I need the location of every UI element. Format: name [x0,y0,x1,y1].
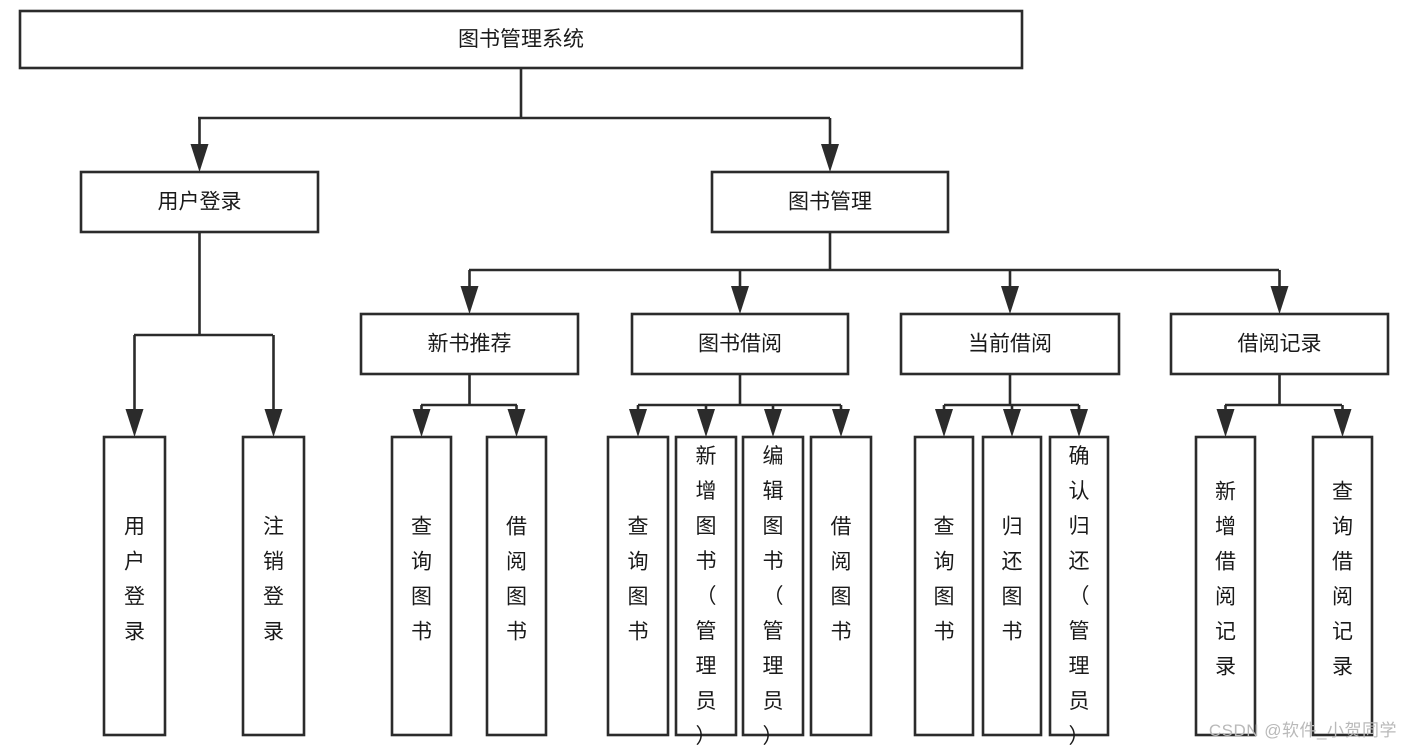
node-label-l2_b: 图书借阅 [698,333,782,356]
node-leaf_05[interactable]: 查询图书 [606,435,670,737]
node-label-leaf_04: 借阅图书 [506,516,527,644]
node-layer: 图书管理系统用户登录图书管理新书推荐图书借阅当前借阅借阅记录用户登录注销登录查询… [18,9,1390,747]
node-box-l2_a[interactable] [359,312,580,376]
node-l1_b[interactable]: 图书管理 [710,170,950,234]
arrow-head-icon [697,409,715,437]
node-box-root[interactable] [18,9,1024,70]
node-box-leaf_13[interactable] [1311,435,1374,737]
connector-records-to-leaves [1216,374,1352,437]
node-label-leaf_09: 查询图书 [934,516,955,644]
node-l2_c[interactable]: 当前借阅 [899,312,1121,376]
node-l2_d[interactable]: 借阅记录 [1169,312,1390,376]
connector-current-borrow-to-leaves [935,374,1088,437]
node-box-leaf_07[interactable] [741,435,805,737]
arrow-head-icon [1333,409,1352,437]
node-label-leaf_08: 借阅图书 [831,516,852,644]
node-label-l2_a: 新书推荐 [428,333,512,356]
node-root[interactable]: 图书管理系统 [18,9,1024,70]
arrow-head-icon [832,409,850,437]
arrow-head-icon [821,144,839,172]
node-leaf_10[interactable]: 归还图书 [981,435,1043,737]
node-label-leaf_10: 归还图书 [1002,516,1023,644]
arrow-head-icon [1216,409,1235,437]
arrow-head-icon [1270,286,1289,314]
node-leaf_01[interactable]: 用户登录 [102,435,167,737]
arrow-head-icon [460,286,479,314]
node-label-l2_d: 借阅记录 [1238,333,1322,356]
connector-new-book-to-leaves [412,374,526,437]
node-leaf_02[interactable]: 注销登录 [241,435,306,737]
arrow-head-icon [507,409,526,437]
node-leaf_13[interactable]: 查询借阅记录 [1311,435,1374,737]
node-box-leaf_11[interactable] [1048,435,1110,737]
node-l2_a[interactable]: 新书推荐 [359,312,580,376]
node-label-leaf_05: 查询图书 [628,516,649,644]
node-l2_b[interactable]: 图书借阅 [630,312,850,376]
node-leaf_08[interactable]: 借阅图书 [809,435,873,737]
arrow-head-icon [1003,409,1021,437]
node-label-leaf_06: 新增图书（管理员） [696,445,717,747]
node-leaf_12[interactable]: 新增借阅记录 [1194,435,1257,737]
node-box-l1_b[interactable] [710,170,950,234]
connector-user-login-to-leaves [125,232,283,437]
node-label-l1_a: 用户登录 [158,191,242,214]
node-box-l2_c[interactable] [899,312,1121,376]
node-box-leaf_12[interactable] [1194,435,1257,737]
node-leaf_03[interactable]: 查询图书 [390,435,453,737]
node-label-leaf_07: 编辑图书（管理员） [763,445,784,747]
arrow-head-icon [731,286,749,314]
connector-layer [125,68,1352,437]
node-leaf_06[interactable]: 新增图书（管理员） [674,435,738,747]
arrow-head-icon [412,409,431,437]
arrow-head-icon [935,409,953,437]
node-label-root: 图书管理系统 [458,28,584,51]
arrow-head-icon [764,409,782,437]
node-label-leaf_12: 新增借阅记录 [1215,481,1236,679]
arrow-head-icon [125,409,144,437]
node-box-leaf_01[interactable] [102,435,167,737]
node-box-leaf_10[interactable] [981,435,1043,737]
arrow-head-icon [264,409,283,437]
node-label-leaf_03: 查询图书 [411,516,432,644]
connector-root-to-level1 [190,68,839,172]
node-box-leaf_05[interactable] [606,435,670,737]
node-l1_a[interactable]: 用户登录 [79,170,320,234]
connector-borrow-to-leaves [629,374,850,437]
node-label-leaf_02: 注销登录 [263,516,284,644]
node-leaf_07[interactable]: 编辑图书（管理员） [741,435,805,747]
arrow-head-icon [1001,286,1019,314]
node-box-l2_d[interactable] [1169,312,1390,376]
node-box-l2_b[interactable] [630,312,850,376]
node-box-leaf_08[interactable] [809,435,873,737]
node-box-leaf_04[interactable] [485,435,548,737]
arrow-head-icon [629,409,647,437]
node-leaf_09[interactable]: 查询图书 [913,435,975,737]
node-leaf_11[interactable]: 确认归还（管理员） [1048,435,1110,747]
node-box-leaf_03[interactable] [390,435,453,737]
node-box-leaf_09[interactable] [913,435,975,737]
node-label-l2_c: 当前借阅 [968,333,1052,356]
node-box-leaf_06[interactable] [674,435,738,737]
arrow-head-icon [1070,409,1088,437]
node-label-leaf_11: 确认归还（管理员） [1069,445,1090,747]
connector-book-mgmt-to-level2 [460,232,1289,314]
node-leaf_04[interactable]: 借阅图书 [485,435,548,737]
node-box-l1_a[interactable] [79,170,320,234]
arrow-head-icon [190,144,209,172]
node-label-leaf_01: 用户登录 [124,516,145,644]
node-label-l1_b: 图书管理 [788,191,872,214]
node-label-leaf_13: 查询借阅记录 [1332,481,1353,679]
node-box-leaf_02[interactable] [241,435,306,737]
